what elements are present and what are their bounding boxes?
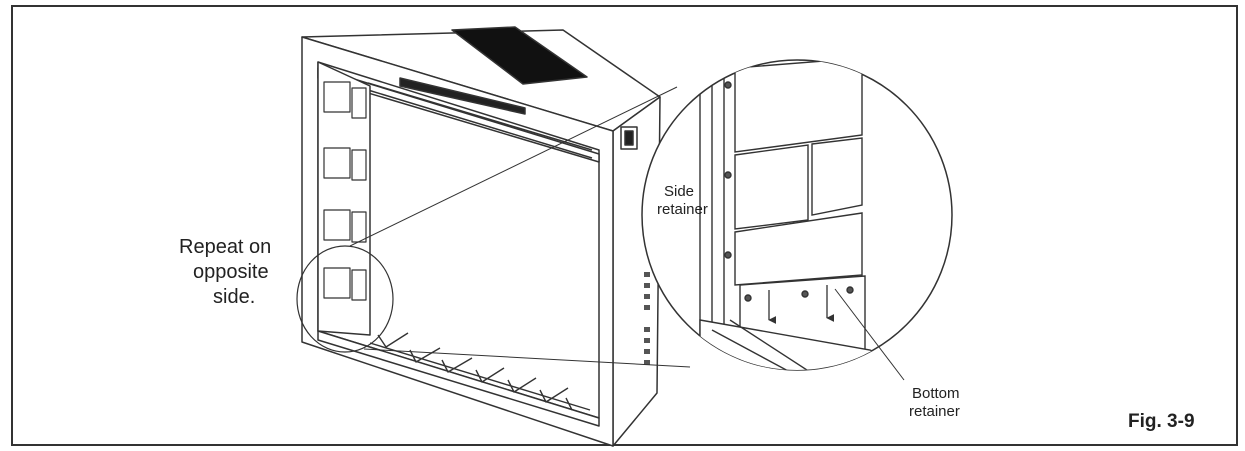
projection-lines [349, 86, 691, 368]
insertion-arrows [768, 285, 835, 324]
brick-courses [323, 81, 367, 301]
side-retainer-label-2: retainer [657, 201, 708, 218]
top-vent [451, 26, 588, 85]
brick-panel-3 [811, 137, 863, 216]
figure-label: Fig. 3-9 [1128, 411, 1195, 432]
note-line-3: side. [213, 286, 255, 308]
bottom-retainer-label-1: Bottom [912, 385, 960, 402]
side-louvers [644, 272, 650, 365]
side-retainer-clips [724, 81, 732, 259]
left-brick-wall [317, 61, 371, 336]
figure-border [11, 5, 1238, 446]
fireplace-insert [301, 26, 661, 447]
log-grate [369, 332, 591, 411]
side-retainer-label-1: Side [664, 183, 694, 200]
ember-bed [317, 330, 600, 427]
note-line-1: Repeat on [179, 236, 271, 258]
note-line-2: opposite [193, 261, 269, 283]
brick-panel-4 [734, 212, 863, 286]
leader-lines [834, 288, 905, 381]
brick-panel-1 [734, 60, 863, 153]
brick-panel-2 [734, 144, 809, 230]
detail-callout-circle [296, 245, 394, 353]
bottom-retainer-label-2: retainer [909, 403, 960, 420]
